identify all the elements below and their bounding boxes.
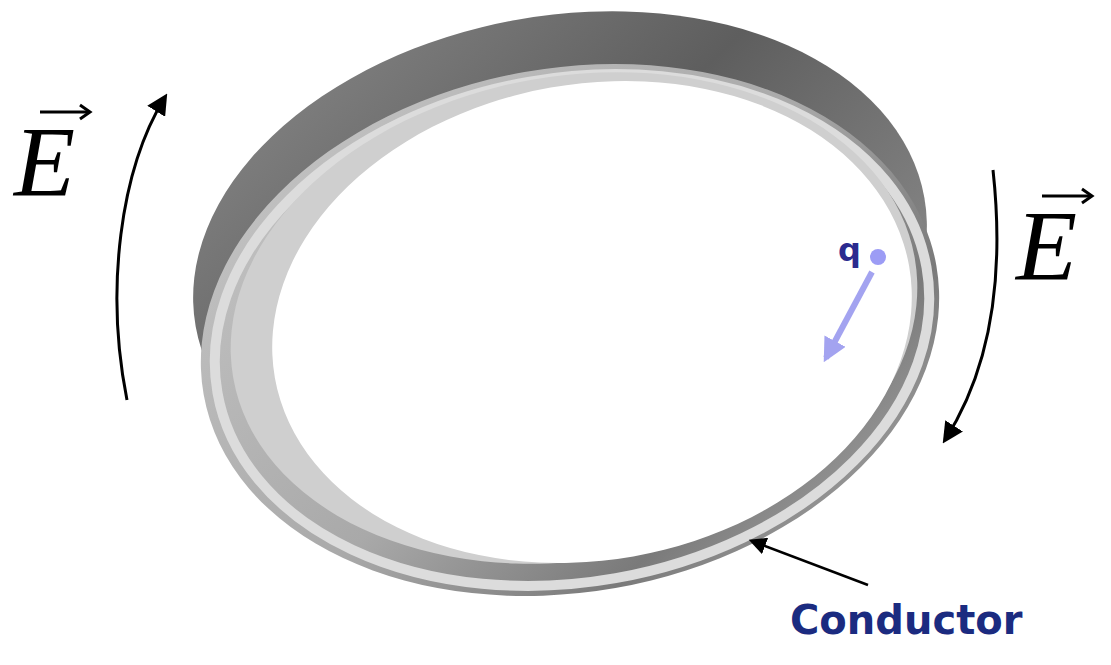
field-symbol: E bbox=[1016, 196, 1077, 296]
charge-velocity-arrow bbox=[826, 272, 872, 358]
field-arrow bbox=[945, 170, 997, 440]
vector-arrow bbox=[40, 105, 1092, 203]
charge-label: q bbox=[838, 234, 861, 266]
leader-line bbox=[752, 541, 868, 585]
part-label: Conductor bbox=[790, 600, 1022, 640]
conductor-ring bbox=[153, 0, 982, 653]
field-symbol: E bbox=[14, 112, 75, 212]
field-arrow bbox=[117, 97, 165, 400]
charge-dot bbox=[870, 249, 886, 265]
